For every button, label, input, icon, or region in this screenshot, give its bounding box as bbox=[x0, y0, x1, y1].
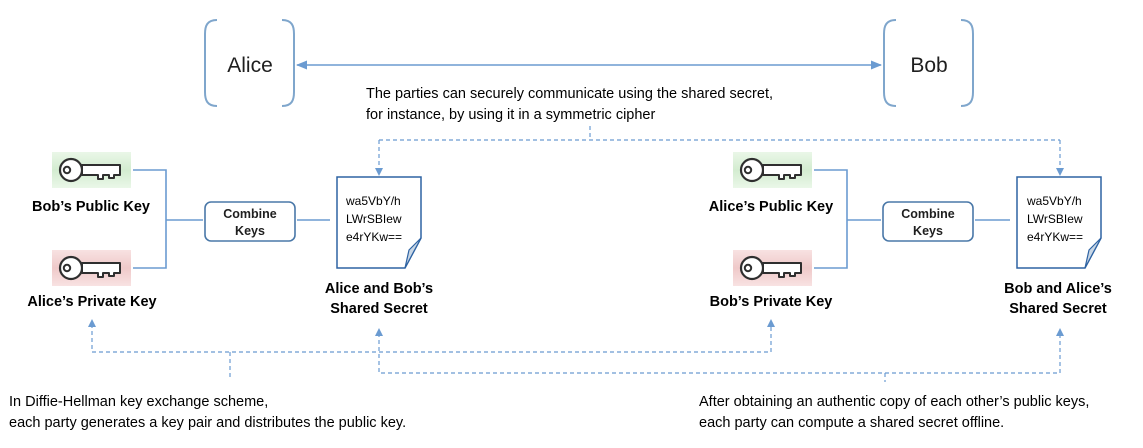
left-public-key: Bob’s Public Key bbox=[32, 152, 150, 215]
document-fold bbox=[404, 237, 422, 269]
combine-keys-box bbox=[882, 201, 974, 242]
right-public-key-label: Alice’s Public Key bbox=[709, 199, 833, 215]
combine-label-line2: Keys bbox=[235, 224, 265, 238]
right-public-key: Alice’s Public Key bbox=[709, 152, 833, 215]
left-public-key-label: Bob’s Public Key bbox=[32, 199, 150, 215]
combine-keys-box bbox=[204, 201, 296, 242]
bob-party: Bob bbox=[883, 19, 974, 107]
alice-right-bracket bbox=[281, 19, 295, 107]
left-secret-label-line1: Alice and Bob’s bbox=[325, 281, 433, 297]
arrowhead bbox=[767, 319, 775, 327]
top-note-line2: for instance, by using it in a symmetric… bbox=[366, 107, 655, 123]
arrowhead bbox=[1056, 168, 1064, 176]
secret-line: wa5VbY/h bbox=[1026, 194, 1082, 208]
alice-left-bracket bbox=[204, 19, 218, 107]
secret-line: e4rYKw== bbox=[346, 230, 402, 244]
alice-label: Alice bbox=[227, 54, 273, 77]
right-note-connector bbox=[378, 333, 1061, 382]
bob-right-bracket bbox=[960, 19, 974, 107]
left-note-line1: In Diffie-Hellman key exchange scheme, bbox=[9, 394, 268, 410]
left-private-key: Alice’s Private Key bbox=[27, 250, 157, 310]
left-private-key-label: Alice’s Private Key bbox=[27, 294, 156, 310]
arrowhead bbox=[375, 328, 383, 336]
secret-line: LWrSBIew bbox=[346, 212, 402, 226]
arrowhead bbox=[1056, 328, 1064, 336]
combine-label-line1: Combine bbox=[901, 207, 955, 221]
bob-label: Bob bbox=[910, 54, 947, 77]
right-combine-keys: Combine Keys bbox=[882, 201, 974, 242]
right-shared-secret: wa5VbY/h LWrSBIew e4rYKw== Bob and Alice… bbox=[1004, 176, 1112, 317]
right-private-key: Bob’s Private Key bbox=[710, 250, 833, 310]
arrowhead bbox=[375, 168, 383, 176]
top-note-line1: The parties can securely communicate usi… bbox=[366, 86, 773, 102]
right-note-line1: After obtaining an authentic copy of eac… bbox=[699, 394, 1089, 410]
right-secret-label-line2: Shared Secret bbox=[1009, 301, 1107, 317]
combine-label-line2: Keys bbox=[913, 224, 943, 238]
left-note-connector bbox=[91, 324, 772, 380]
secret-line: LWrSBIew bbox=[1027, 212, 1083, 226]
right-note-line2: each party can compute a shared secret o… bbox=[699, 415, 1004, 431]
left-shared-secret: wa5VbY/h LWrSBIew e4rYKw== Alice and Bob… bbox=[325, 176, 433, 317]
combine-label-line1: Combine bbox=[223, 207, 277, 221]
secret-line: e4rYKw== bbox=[1027, 230, 1083, 244]
right-key-connector bbox=[814, 169, 881, 269]
left-note-line2: each party generates a key pair and dist… bbox=[9, 415, 406, 431]
left-secret-label-line2: Shared Secret bbox=[330, 301, 428, 317]
left-combine-keys: Combine Keys bbox=[204, 201, 296, 242]
left-key-connector bbox=[133, 169, 203, 269]
arrowhead bbox=[88, 319, 96, 327]
document-fold bbox=[1084, 237, 1102, 269]
top-note-connector bbox=[378, 126, 1061, 172]
right-private-key-label: Bob’s Private Key bbox=[710, 294, 833, 310]
secret-line: wa5VbY/h bbox=[345, 194, 401, 208]
alice-party: Alice bbox=[204, 19, 295, 107]
right-secret-label-line1: Bob and Alice’s bbox=[1004, 281, 1112, 297]
bob-left-bracket bbox=[883, 19, 897, 107]
